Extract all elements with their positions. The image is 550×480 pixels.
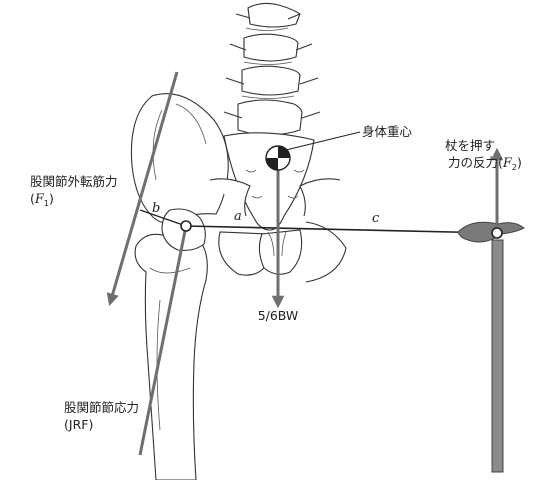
abductor-force-arrow (106, 71, 179, 307)
cane (457, 221, 525, 473)
lever-arm-b (139, 209, 187, 227)
body-weight-label: 5/6BW (258, 308, 299, 323)
arm-a-label: a (234, 209, 242, 224)
arm-c-label: c (372, 211, 380, 226)
abductor-force-label-line2: (F1) (30, 191, 54, 208)
pelvis (130, 93, 347, 283)
abductor-force-label-line1: 股関節外転筋力 (30, 174, 118, 189)
jrf-label-line1: 股関節節応力 (64, 400, 139, 415)
center-of-gravity-icon (265, 145, 291, 171)
arm-b-label: b (152, 201, 160, 216)
jrf-line (138, 225, 188, 456)
cane-force-label-line1: 杖を押す (445, 138, 495, 153)
lumbar-spine (223, 2, 321, 136)
cog-leader-line (285, 131, 361, 151)
femur (134, 208, 208, 480)
body-cog-label: 身体重心 (362, 124, 413, 139)
hip-joint-center (180, 220, 192, 232)
cane-contact-point (491, 227, 503, 239)
jrf-label-line2: (JRF) (64, 417, 93, 432)
cane-force-label-line2: 力の反力(F2) (448, 155, 522, 172)
lever-arm-c (185, 225, 498, 234)
